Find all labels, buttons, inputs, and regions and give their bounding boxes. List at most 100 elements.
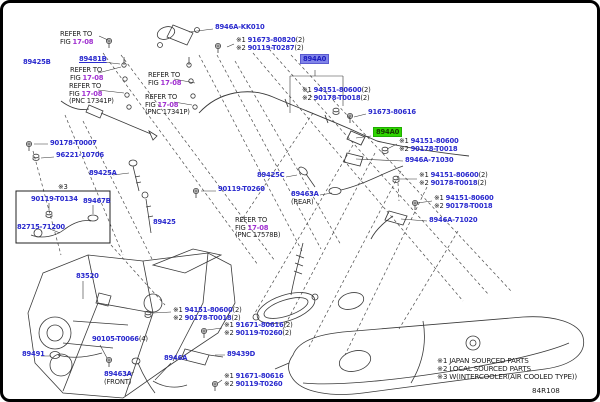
ref-fig-left-b-text: 17-08: [81, 89, 103, 98]
diagram-reference-code: 84R108: [532, 386, 560, 395]
part-90119-T0260[interactable]: 90119-T0260: [218, 185, 265, 194]
hw-91673-80820-text[interactable]: 90119-T0287: [247, 43, 295, 52]
part-89425C[interactable]: 89425C: [257, 171, 285, 180]
fuel-tank-sketch: [274, 316, 585, 395]
hw-94151-right-b-text: ※2: [419, 178, 431, 187]
hw-94151-right-c-text[interactable]: 94151-80600: [445, 194, 494, 202]
ref-fig-center-text: 17-08: [247, 223, 269, 232]
hw-94151-bottom[interactable]: ※1 94151-80600(2)※2 90178-T0018(2): [173, 306, 242, 322]
ref-fig-upper-left-text: 17-08: [72, 37, 94, 46]
part-90178-T0007[interactable]: 90178-T0007: [50, 139, 97, 148]
part-8946A-71020[interactable]: 8946A-71020: [429, 216, 478, 225]
ref-fig-upper-left-text: FIG: [60, 37, 73, 46]
part-8946A-KK010-text[interactable]: 8946A-KK010: [215, 23, 265, 31]
part-89425C-text[interactable]: 89425C: [257, 171, 285, 179]
part-89425-text[interactable]: 89425: [153, 218, 176, 226]
part-89425B[interactable]: 89425B: [23, 58, 51, 67]
ref-fig-left-b-text: (PNC 17341P): [69, 97, 114, 106]
hw-94151-top-text[interactable]: 94151-80600: [313, 86, 362, 94]
hw-94151-right-a[interactable]: ※1 94151-80600※2 90178-T0018: [399, 137, 459, 153]
part-90119-T0134[interactable]: 90119-T0134: [31, 195, 78, 204]
oxygen-sensors-sketch: [30, 57, 404, 394]
part-89463A-front[interactable]: 89463A(FRONT): [104, 370, 132, 386]
part-89481B-text[interactable]: 89481B: [79, 55, 107, 63]
hw-91671-b[interactable]: ※1 91671-80616※2 90119-T0260: [224, 372, 284, 388]
hw-94151-right-c-text[interactable]: 90178-T0018: [445, 201, 493, 210]
part-894A0-highlight-green-text[interactable]: 894A0: [373, 127, 403, 137]
hw-94151-right-b-text[interactable]: 90178-T0018: [430, 178, 478, 187]
part-89463A-rear-text[interactable]: 89463A: [291, 190, 319, 198]
part-8946A-71030-text[interactable]: 8946A-71030: [405, 156, 454, 164]
hw-91673-80820-text[interactable]: 91673-80820: [247, 36, 296, 44]
part-90119-T0260-text[interactable]: 90119-T0260: [218, 185, 265, 193]
part-89425A[interactable]: 89425A: [89, 169, 117, 178]
part-89481B[interactable]: 89481B: [79, 55, 107, 64]
hw-90105-T0066[interactable]: 90105-T0066(4): [92, 335, 148, 344]
part-90178-T0007-text[interactable]: 90178-T0007: [50, 139, 97, 147]
hw-91671-a-text[interactable]: 90119-T0260: [235, 328, 283, 337]
part-96221-10706[interactable]: 96221-10706: [56, 151, 104, 160]
part-89463A-front-text[interactable]: 89463A: [104, 370, 132, 378]
part-894A0-highlight-green[interactable]: 894A0: [373, 127, 403, 137]
hw-90105-T0066-text[interactable]: 90105-T0066: [92, 335, 139, 343]
hw-91671-b-text[interactable]: 91671-80616: [235, 372, 284, 380]
ref-fig-left-a-text: FIG: [70, 73, 83, 82]
hw-94151-top[interactable]: ※1 94151-80600(2)※2 90178-T0018(2): [302, 86, 371, 102]
note-asterisk-3-text: ※3: [58, 183, 68, 191]
part-894A0-highlight-blue-text[interactable]: 894A0: [300, 54, 330, 64]
part-89463A-rear[interactable]: 89463A(REAR): [291, 190, 319, 206]
hw-94151-bottom-text[interactable]: 90178-T0018: [184, 313, 232, 322]
part-89491[interactable]: 89491: [22, 350, 45, 359]
hw-90105-T0066-text: (4): [138, 335, 148, 343]
hw-91671-a[interactable]: ※1 91671-80616(2)※2 90119-T0260(2): [224, 321, 293, 337]
part-91673-80616[interactable]: 91673-80616: [368, 108, 416, 117]
part-91673-80616-text[interactable]: 91673-80616: [368, 108, 416, 116]
note-asterisk-3: ※3: [58, 183, 68, 192]
hw-94151-right-a-text[interactable]: 90178-T0018: [410, 144, 458, 153]
part-82715-71200[interactable]: 82715-71200: [17, 223, 65, 232]
hw-94151-right-b-text: (2): [477, 178, 487, 187]
hw-94151-right-b[interactable]: ※1 94151-80600(2)※2 90178-T0018(2): [419, 171, 488, 187]
hw-91671-b-text[interactable]: 90119-T0260: [235, 379, 283, 388]
hw-91673-80820-text: ※1: [236, 36, 248, 44]
part-894A0-highlight-blue[interactable]: 894A0: [300, 54, 330, 64]
part-90119-T0134-text[interactable]: 90119-T0134: [31, 195, 78, 203]
part-82715-71200-text[interactable]: 82715-71200: [17, 223, 65, 231]
sensor-harness-pipe: [198, 91, 470, 240]
part-89463A-rear-text: (REAR): [291, 197, 314, 206]
leader-lines: [34, 28, 433, 384]
hw-91673-80820-text: (2): [294, 43, 304, 52]
hw-94151-bottom-text[interactable]: 94151-80600: [184, 306, 233, 314]
ref-fig-left-b-text: REFER TO: [69, 82, 102, 90]
part-89425B-text[interactable]: 89425B: [23, 58, 51, 66]
part-89467B[interactable]: 89467B: [83, 197, 111, 206]
hw-94151-right-a-text[interactable]: 94151-80600: [410, 137, 459, 145]
part-89439D[interactable]: 89439D: [227, 350, 256, 359]
part-8946A-KK010[interactable]: 8946A-KK010: [215, 23, 265, 32]
hw-94151-right-c[interactable]: ※1 94151-80600※2 90178-T0018: [434, 194, 494, 210]
part-8946A-71020-text[interactable]: 8946A-71020: [429, 216, 478, 224]
hw-94151-right-b-text: ※1: [419, 171, 431, 179]
part-83520-text[interactable]: 83520: [76, 272, 99, 280]
part-96221-10706-text[interactable]: 96221-10706: [56, 151, 104, 159]
ref-fig-mid-b-text: (PNC 17341P): [145, 108, 190, 117]
part-89425A-text[interactable]: 89425A: [89, 169, 117, 177]
part-83520[interactable]: 83520: [76, 272, 99, 281]
part-89425[interactable]: 89425: [153, 218, 176, 227]
hw-94151-right-a-text: ※1: [399, 137, 411, 145]
part-89467B-text[interactable]: 89467B: [83, 197, 111, 205]
hw-91673-80820[interactable]: ※1 91673-80820(2)※2 90119-T0287(2): [236, 36, 305, 52]
part-8946A[interactable]: 8946A: [164, 354, 188, 363]
legend-item-intercooler: ※3 W(INTERCOOLER(AIR COOLED TYPE)): [437, 372, 578, 382]
part-89439D-text[interactable]: 89439D: [227, 350, 256, 358]
part-89491-text[interactable]: 89491: [22, 350, 45, 358]
part-8946A-text[interactable]: 8946A: [164, 354, 188, 362]
hw-91671-a-text[interactable]: 91671-80616: [235, 321, 284, 329]
hw-94151-top-text[interactable]: 90178-T0018: [313, 93, 361, 102]
hw-94151-right-b-text[interactable]: 94151-80600: [430, 171, 479, 179]
part-8946A-71030[interactable]: 8946A-71030: [405, 156, 454, 165]
hw-91671-a-text: (2): [282, 328, 292, 337]
